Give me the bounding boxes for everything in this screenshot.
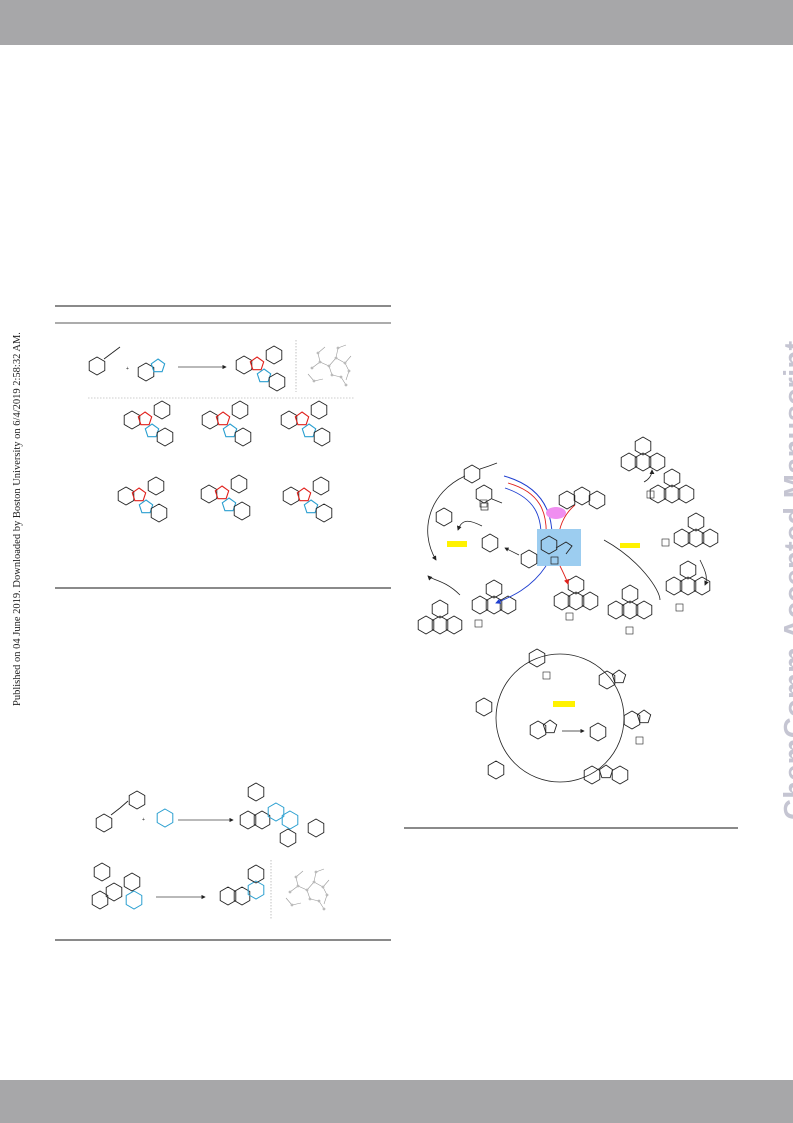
right-cycle-arc [603, 539, 661, 601]
lower-cycle-right-species-1 [598, 669, 627, 690]
magenta-highlight [546, 507, 566, 519]
mechanism-acridine-bottom-2 [554, 576, 598, 610]
scheme1-product-f [283, 477, 332, 522]
left-cycle-arc-2 [456, 520, 483, 531]
right-cycle-arc-2 [699, 559, 709, 586]
mechanism-start-alkyne [463, 462, 498, 484]
mechanism-acridine-right-2 [674, 513, 718, 547]
label-box [479, 499, 488, 508]
lower-cycle-center-indoline [529, 719, 607, 742]
scheme1-product-a [124, 401, 173, 446]
label-box [474, 619, 483, 628]
label-box [661, 538, 670, 547]
lower-cycle-left-species-2 [487, 760, 505, 780]
scheme3-reactant-2 [91, 862, 143, 910]
yellow-highlight-right [620, 543, 640, 548]
left-cycle-cyclohexanes [435, 507, 538, 569]
label-box [625, 626, 634, 635]
lower-catalytic-cycle [495, 653, 625, 783]
label-box [646, 490, 655, 499]
mechanism-blue-arrow-2 [504, 487, 544, 541]
svg-text:+: + [126, 366, 129, 372]
svg-text:+: + [142, 817, 145, 823]
scheme3-product [239, 782, 325, 848]
left-cycle-arc [427, 475, 466, 561]
mechanism-acridine-right-1 [650, 469, 694, 503]
lower-cycle-right-species-2 [623, 709, 652, 730]
scheme1-crystal-structure [307, 344, 352, 387]
catalyst-species [540, 535, 573, 565]
left-cycle-arrow-3 [504, 547, 520, 556]
yellow-highlight-left [447, 541, 467, 547]
label-box [635, 736, 644, 745]
scheme1-product-d [118, 477, 167, 522]
label-box [675, 603, 684, 612]
scheme1-reactant-alkyne [88, 346, 121, 376]
catalyst-box [537, 529, 581, 566]
scheme1-product-b [202, 401, 251, 446]
scheme3-reactant-alkyne [95, 790, 146, 833]
scheme1-product-c [281, 401, 330, 446]
mechanism-intermediate-top [558, 486, 606, 510]
yellow-highlight-lower [553, 701, 575, 707]
footer-bar [0, 1080, 793, 1123]
label-box [542, 671, 551, 680]
scheme3-reactant-piperidine [156, 808, 174, 828]
right-cycle-arc-3 [643, 469, 655, 483]
label-box [565, 612, 574, 621]
scheme1-product-e [201, 475, 250, 520]
mechanism-alkyne-b [475, 484, 503, 511]
mechanism-acridine-far-left [418, 600, 462, 634]
lower-cycle-left-species-1 [475, 697, 493, 717]
mechanism-acridine-top [621, 437, 665, 471]
scheme1-product [236, 346, 285, 391]
red-arrow-down [559, 565, 570, 585]
mechanism-acridine-bottom-1 [608, 585, 652, 619]
scheme1-reactant-indoline [137, 358, 166, 382]
scheme3-product-2 [219, 864, 265, 906]
left-cycle-arc-4 [427, 575, 461, 596]
header-bar [0, 0, 793, 45]
blue-arrow-down [495, 565, 547, 604]
scheme3-crystal-structure [285, 868, 330, 911]
